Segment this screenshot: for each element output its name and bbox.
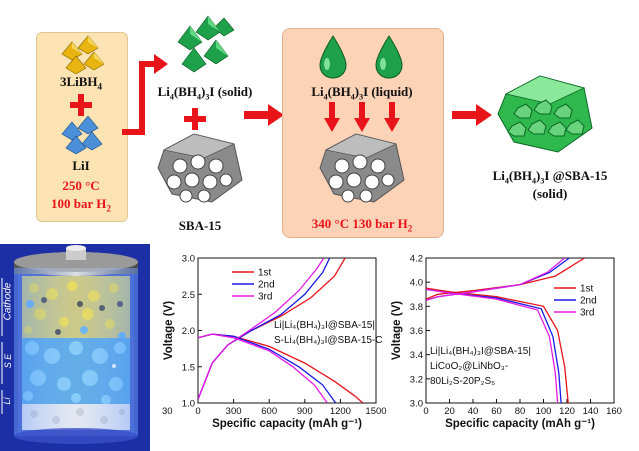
x-tick-label: 140 — [583, 406, 599, 417]
plot-frame — [425, 257, 615, 404]
y-tick-label: 3.6 — [410, 326, 423, 337]
legend-label-1st: 1st — [580, 284, 594, 295]
x-tick-label: 60 — [491, 406, 502, 417]
product-state-label: (solid) — [532, 186, 568, 201]
droplet-icon-1 — [319, 35, 347, 79]
reaction-scheme: 3LiBH4 LiI 250 °C 100 bar H2 Li4(BH4 — [36, 15, 608, 238]
chart-sulfur-cell: 0 300 600 900 1200 1500 1.0 1.5 2.0 2.5 3.0 30Speci… — [162, 254, 387, 431]
x-tick-label: 300 — [226, 406, 242, 417]
y-tick-label: 1.0 — [182, 399, 195, 410]
series-line-3rd-discharge — [426, 288, 559, 403]
y-tick-label: 1.5 — [182, 362, 195, 373]
product-label: Li4(BH4)3I @SBA-15 — [492, 168, 608, 186]
lii-crystal-icon — [61, 116, 103, 154]
reactant1-label: 3LiBH4 — [59, 74, 103, 92]
plus-icon-2 — [184, 108, 206, 130]
x-tick-label: 0 — [423, 406, 428, 417]
infiltration-arrows — [324, 102, 400, 132]
y-tick-label: 2.5 — [182, 290, 195, 301]
x-axis-label: Specific capacity (mAh g⁻¹) — [212, 418, 362, 430]
series-line-3rd-discharge — [198, 333, 328, 403]
condition2-label: 340 °C 130 bar H2 — [311, 216, 413, 234]
series-line-3rd-charge — [426, 258, 566, 301]
annotation-line-1: Li|Li₄(BH₄)₃I@SBA-15| — [274, 320, 375, 331]
chart-licoo2-cell: 0 20 40 60 80 100 120 140 160 3.0 3.2 3.4 3.6 3.8 4.0 4… — [391, 254, 622, 431]
battery-illustration: Cathode S E Li — [0, 244, 150, 451]
plus-icon — [70, 94, 92, 116]
y-axis-label: Voltage (V) — [163, 301, 175, 360]
y-axis-label: Voltage (V) — [391, 301, 403, 360]
y-tick-label: 3.2 — [410, 374, 423, 385]
condition1-temp: 250 °C — [62, 178, 100, 193]
x-tick-label: 40 — [468, 406, 479, 417]
se-layer-label: S E — [3, 353, 13, 369]
melt-infiltration-box — [282, 28, 444, 238]
x-tick-label: 1200 — [330, 406, 351, 417]
droplet-icon-2 — [375, 35, 403, 79]
annotation-line-2: S-Li₄(BH₄)₃I@SBA-15-C — [274, 335, 383, 346]
series-line-1st-discharge — [426, 287, 569, 403]
sba15-host-icon — [319, 133, 405, 203]
y-tick-label: 4.0 — [410, 278, 423, 289]
annotation-line-2: LiCoO₂@LiNbO₃- — [430, 361, 508, 372]
legend-label-2nd: 2nd — [258, 280, 275, 291]
libh4-crystal-icon — [61, 35, 105, 74]
liquid-label: Li4(BH4)3I (liquid) — [311, 84, 413, 102]
cathode-layer-label: Cathode — [2, 282, 14, 321]
x-tick-label: 100 — [536, 406, 552, 417]
x-tick-label: 900 — [297, 406, 313, 417]
x-tick-label: 600 — [261, 406, 277, 417]
x-tick-label-cut: 30 — [162, 406, 173, 417]
x-tick-label: 80 — [515, 406, 526, 417]
x-tick-label: 160 — [606, 406, 622, 417]
legend-label-3rd: 3rd — [580, 308, 594, 319]
solid-crystal-icon — [177, 15, 235, 73]
legend-label-3rd: 3rd — [258, 292, 272, 303]
series-line-3rd-charge — [198, 258, 325, 400]
sba15-structure-icon — [157, 133, 243, 203]
sba15-label: SBA-15 — [178, 218, 222, 233]
annotation-line-1: Li|Li₄(BH₄)₃I@SBA-15| — [430, 346, 531, 357]
x-tick-label: 0 — [195, 406, 200, 417]
annotation-line-3: 80Li₂S-20P₂S₅ — [430, 376, 495, 387]
composite-product-icon — [497, 75, 593, 153]
condition1-pressure: 100 bar H2 — [51, 196, 111, 214]
y-tick-label: 2.0 — [182, 326, 195, 337]
battery-cell-image — [1, 245, 138, 444]
x-tick-label: 20 — [444, 406, 455, 417]
synthesis-arrow — [122, 54, 168, 135]
x-tick-label: 120 — [559, 406, 575, 417]
melt-arrow — [244, 104, 284, 126]
solid-label: Li4(BH4)3I (solid) — [157, 84, 253, 102]
x-tick-label: 1500 — [365, 406, 386, 417]
y-tick-label: 4.2 — [410, 254, 423, 265]
product-arrow — [452, 104, 492, 126]
y-tick-label: 3.8 — [410, 302, 423, 313]
y-tick-label: 3.0 — [410, 399, 423, 410]
y-tick-label: 3.4 — [410, 350, 423, 361]
legend-label-2nd: 2nd — [580, 296, 597, 307]
legend-label-1st: 1st — [258, 268, 272, 279]
li-layer-label: Li — [2, 397, 12, 405]
plot-frame — [197, 257, 377, 404]
x-axis-label: Specific capacity (mAh g⁻¹) — [445, 418, 595, 430]
reactant2-label: LiI — [72, 158, 90, 173]
y-tick-label: 3.0 — [182, 254, 195, 265]
